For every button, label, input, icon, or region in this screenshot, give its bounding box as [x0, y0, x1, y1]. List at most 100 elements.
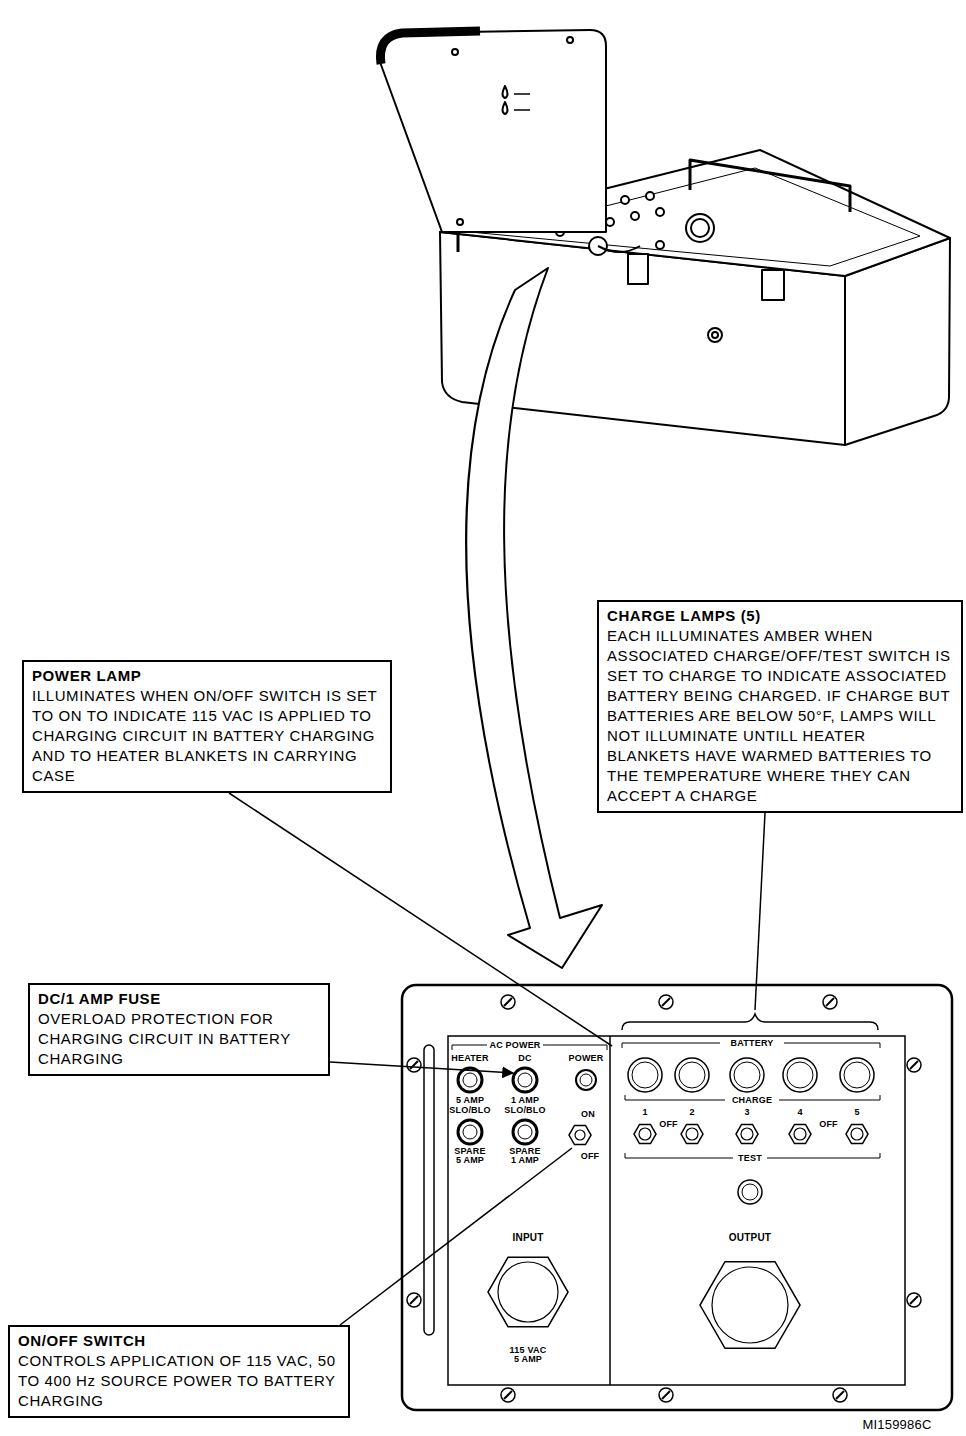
- input-connector: [498, 1262, 558, 1322]
- charge-lamp: [844, 1062, 870, 1088]
- panel-parts: [407, 995, 921, 1402]
- panel-label: DC: [518, 1054, 531, 1063]
- screw: [833, 1388, 847, 1402]
- callout-text: CONTROLS APPLICATION OF 115 VAC, 50 TO 4…: [18, 1351, 340, 1411]
- leader-line: [340, 1148, 572, 1325]
- brace: [622, 1014, 878, 1030]
- panel-part: [621, 196, 629, 204]
- power-lamp: [576, 1070, 596, 1090]
- charge-lamp: [783, 1058, 817, 1092]
- charge-lamp: [675, 1058, 709, 1092]
- screw-slot: [504, 998, 512, 1006]
- panel-label: CHARGE: [732, 1096, 772, 1105]
- lid-lamp: [503, 102, 508, 114]
- screw: [457, 219, 463, 225]
- fuse-holder: [463, 1073, 477, 1087]
- panel-label: SLO/BLO: [449, 1106, 490, 1115]
- lid-edge: [380, 31, 480, 64]
- charge-lamp: [734, 1062, 760, 1088]
- charge-lamp: [632, 1062, 658, 1088]
- toggle-switch: [569, 1125, 591, 1144]
- charge-switch: [789, 1124, 811, 1143]
- view-arrow: [466, 268, 602, 968]
- screw: [659, 995, 673, 1009]
- screw-slot: [662, 998, 670, 1006]
- figure-number: MI159986C: [862, 1418, 931, 1432]
- panel-label: 3: [744, 1108, 749, 1117]
- screw: [407, 1293, 421, 1307]
- panel-part: [656, 241, 664, 249]
- callout-heading: ON/OFF SWITCH: [18, 1331, 340, 1351]
- panel-connector: [691, 219, 709, 237]
- callout-box: POWER LAMPILLUMINATES WHEN ON/OFF SWITCH…: [22, 660, 392, 793]
- panel-label: BATTERY: [731, 1039, 774, 1048]
- latch: [762, 270, 784, 300]
- knob: [712, 332, 718, 338]
- input-connector: [488, 1257, 568, 1326]
- leader-line: [755, 813, 765, 1010]
- panel-frame: [402, 985, 952, 1410]
- screw-slot: [910, 1061, 918, 1069]
- panel-label: POWER: [568, 1054, 603, 1063]
- callout-heading: DC/1 AMP FUSE: [38, 989, 320, 1009]
- latch: [628, 254, 648, 284]
- fuse-holder: [518, 1125, 532, 1139]
- panel-label: OFF: [581, 1152, 600, 1161]
- screw: [452, 49, 458, 55]
- panel-plate: [448, 1036, 905, 1385]
- panel-label: OFF: [659, 1120, 678, 1129]
- leader-line: [330, 1062, 513, 1073]
- power-lamp: [580, 1074, 592, 1086]
- screw: [501, 995, 515, 1009]
- charge-lamp: [787, 1062, 813, 1088]
- charge-switch: [634, 1124, 656, 1143]
- screw-slot: [826, 998, 834, 1006]
- panel-label: 2: [689, 1108, 694, 1117]
- charge-switch: [736, 1124, 758, 1143]
- charge-switch: [686, 1128, 698, 1140]
- charge-lamp: [628, 1058, 662, 1092]
- screw-slot: [504, 1391, 512, 1399]
- panel-divider: [609, 1036, 611, 1385]
- callout-box: DC/1 AMP FUSEOVERLOAD PROTECTION FOR CHA…: [28, 983, 330, 1076]
- callout-box: CHARGE LAMPS (5)EACH ILLUMINATES AMBER W…: [597, 600, 963, 813]
- panel-label: SLO/BLO: [504, 1106, 545, 1115]
- indicator-lamp: [742, 1184, 758, 1200]
- screw-slot: [836, 1391, 844, 1399]
- knob: [708, 328, 722, 342]
- callout-text: EACH ILLUMINATES AMBER WHEN ASSOCIATED C…: [607, 626, 953, 806]
- callout-heading: CHARGE LAMPS (5): [607, 606, 953, 626]
- charge-lamp: [730, 1058, 764, 1092]
- fuse-holder: [463, 1125, 477, 1139]
- screw: [907, 1058, 921, 1072]
- lid-lamp: [503, 86, 508, 98]
- lid-marking: [514, 94, 530, 110]
- panel-label: HEATER: [451, 1054, 489, 1063]
- fuse-holder: [513, 1068, 537, 1092]
- charge-switch: [851, 1128, 863, 1140]
- screw: [567, 37, 573, 43]
- panel-label: OUTPUT: [729, 1232, 771, 1243]
- panel-label: SPARE 1 AMP: [509, 1147, 541, 1165]
- panel-label: INPUT: [513, 1232, 544, 1243]
- charge-lamp: [840, 1058, 874, 1092]
- output-connector: [700, 1262, 800, 1349]
- charge-switch: [639, 1128, 651, 1140]
- charge-lamp: [679, 1062, 705, 1088]
- charge-switch: [846, 1124, 868, 1143]
- panel-part: [631, 212, 639, 220]
- panel-label: ON: [581, 1110, 595, 1119]
- panel-label: 4: [797, 1108, 802, 1117]
- panel-label: 1: [642, 1108, 647, 1117]
- panel-label: TEST: [738, 1154, 762, 1163]
- panel-label: OFF: [819, 1120, 838, 1129]
- indicator-lamp: [738, 1180, 762, 1204]
- charge-switch: [794, 1128, 806, 1140]
- screw-slot: [410, 1296, 418, 1304]
- screw: [407, 1058, 421, 1072]
- panel-label: 115 VAC 5 AMP: [507, 1346, 549, 1364]
- panel-label: 5 AMP: [456, 1096, 484, 1105]
- screw: [823, 995, 837, 1009]
- handle: [690, 160, 850, 212]
- output-connector: [712, 1267, 788, 1343]
